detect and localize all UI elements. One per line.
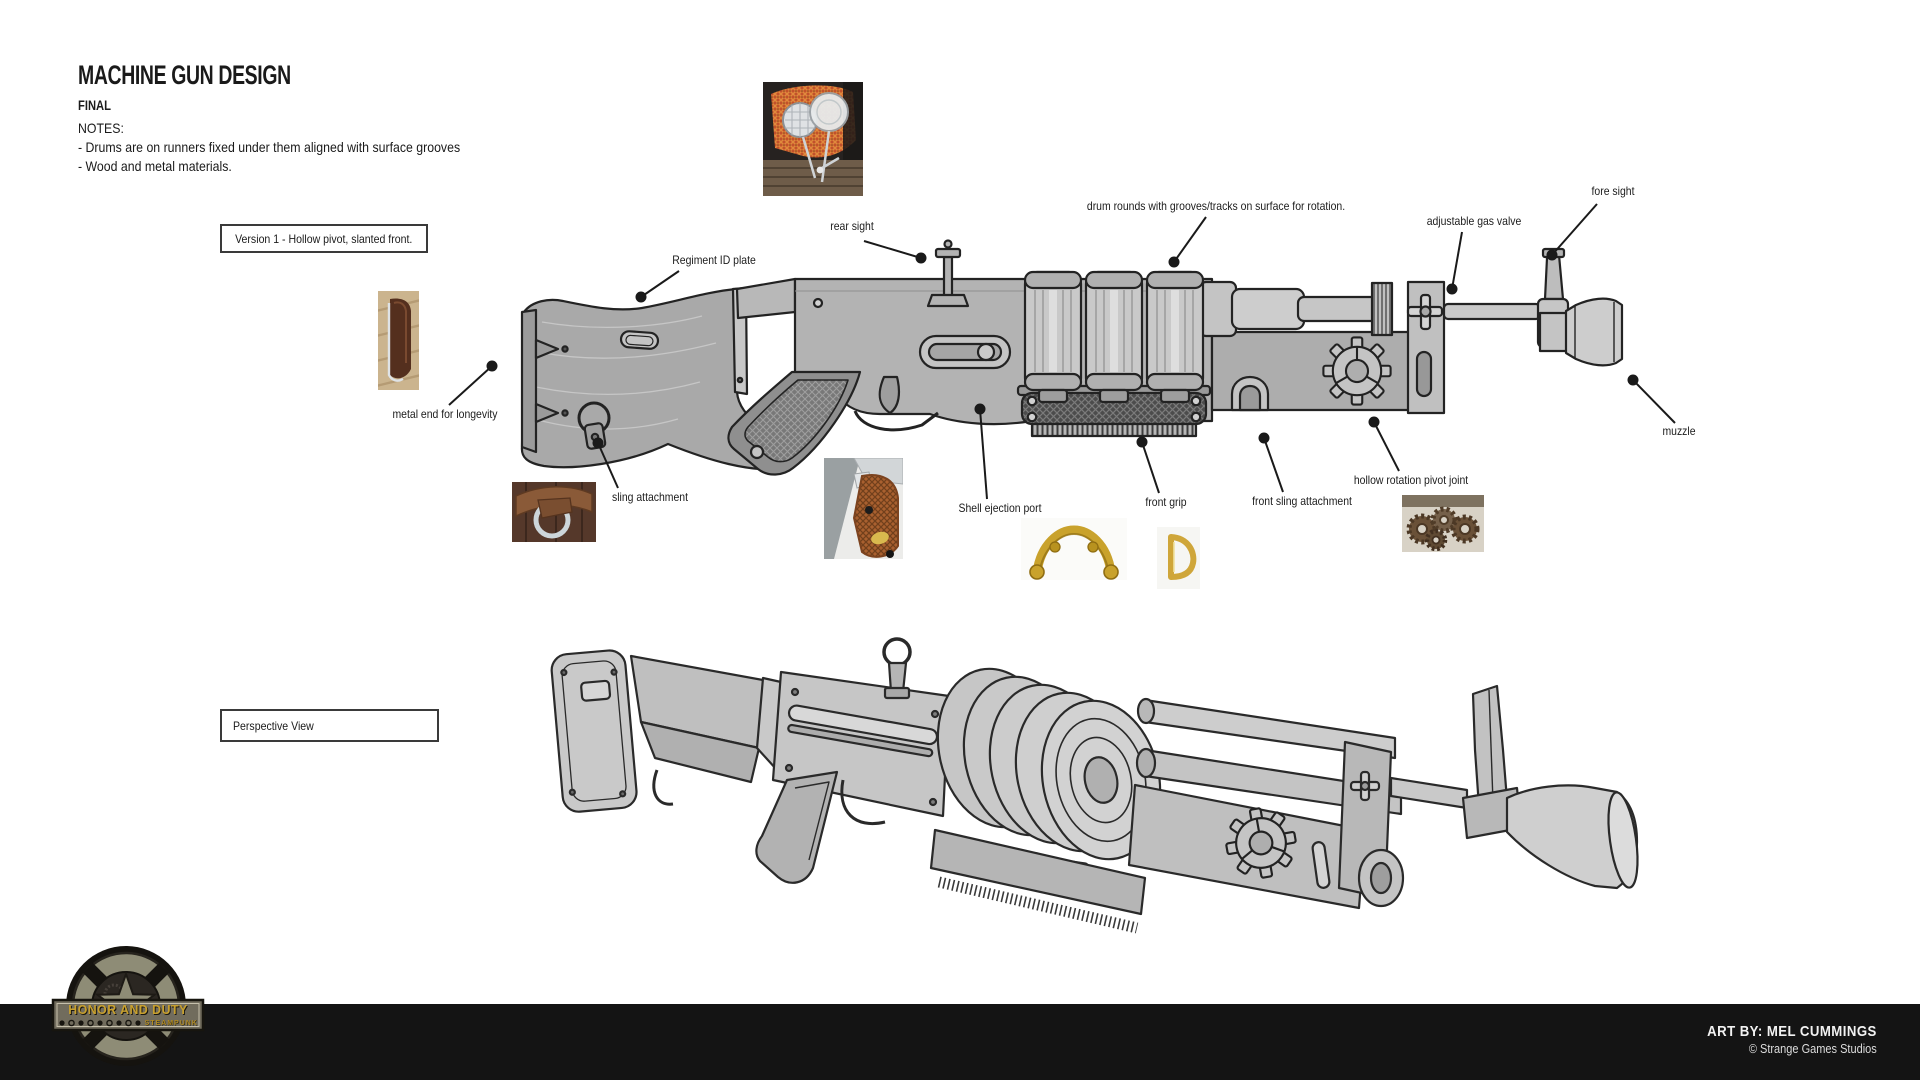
callout-front-grip: front grip [1145, 495, 1187, 509]
stock [520, 287, 798, 471]
notes-block: NOTES: - Drums are on runners fixed unde… [78, 119, 460, 176]
callout-drum-rounds: drum rounds with grooves/tracks on surfa… [1086, 199, 1346, 213]
leader-regiment-id-plate [635, 270, 680, 303]
callout-shell-ejection-port: Shell ejection port [958, 501, 1042, 515]
gas-block [1406, 280, 1446, 415]
wooden-grip-photo [824, 458, 903, 559]
leader-shell-ejection [974, 403, 988, 500]
version-label: Version 1 - Hollow pivot, slanted front. [235, 231, 413, 246]
perspective-label: Perspective View [233, 718, 314, 733]
callout-metal-end: metal end for longevity [392, 407, 498, 421]
note-line: - Drums are on runners fixed under them … [78, 139, 461, 155]
art-by: ART BY: MEL CUMMINGS [1707, 1023, 1877, 1040]
callout-front-sling-attachment: front sling attachment [1252, 494, 1352, 508]
pistol-grip [727, 370, 862, 476]
callout-adjustable-gas-valve: adjustable gas valve [1426, 214, 1522, 228]
leader-gas-valve [1446, 231, 1463, 295]
leader-front-sling [1258, 432, 1284, 493]
drum-coil [936, 667, 1162, 861]
callout-rear-sight: rear sight [830, 219, 874, 233]
gears-photo [1402, 495, 1484, 552]
notes-heading: NOTES: [78, 120, 124, 136]
carry-ring [882, 637, 912, 667]
muzzle-cone [1564, 297, 1624, 367]
rotation-cog [1322, 336, 1392, 406]
callout-fore-sight: fore sight [1591, 184, 1635, 198]
callout-regiment-id-plate: Regiment ID plate [672, 253, 756, 267]
leader-metal-end [448, 360, 498, 406]
leader-drum-rounds [1168, 216, 1207, 268]
muzzle-bell [1505, 784, 1639, 890]
callout-sling-attachment: sling attachment [611, 490, 689, 504]
copyright: © Strange Games Studios [1749, 1042, 1877, 1056]
receiver [793, 277, 1214, 426]
leader-muzzle [1627, 374, 1676, 424]
footer-bar [0, 1004, 1920, 1080]
ammo-drums [1023, 270, 1205, 404]
callout-hollow-rotation-pivot-joint: hollow rotation pivot joint [1353, 473, 1469, 487]
callout-muzzle: muzzle [1662, 424, 1696, 438]
side-view-illustration [520, 239, 1624, 476]
note-line: - Wood and metal materials. [78, 158, 232, 174]
rear-sight-part [926, 239, 970, 308]
status-label: FINAL [78, 97, 111, 113]
gas-valve-cross [1406, 293, 1444, 331]
ring-sights-photo [763, 82, 863, 196]
regiment-id-plate-part [619, 330, 660, 350]
receiver-slab [771, 670, 951, 818]
sling-ring [577, 401, 611, 435]
credits: ART BY: MEL CUMMINGS © Strange Games Stu… [1707, 1023, 1877, 1056]
fore-sight-part [1536, 247, 1570, 349]
wood-buttplate-photo [378, 291, 419, 390]
brass-d-ring-photo [1157, 527, 1200, 589]
fore-sight-blade [1471, 684, 1509, 809]
perspective-view-illustration [550, 637, 1639, 934]
foregrip [1020, 391, 1208, 426]
leader-sling-attachment [592, 437, 619, 489]
leader-front-grip [1136, 436, 1160, 494]
grip-perspective [755, 770, 839, 884]
leader-fore-sight [1546, 203, 1598, 261]
stock-metal-edge [520, 308, 538, 454]
logo-title: HONOR AND DUTY [68, 1002, 188, 1017]
perspective-label-box: Perspective View [220, 709, 439, 742]
leader-lines [448, 203, 1676, 500]
brass-front-grip-photo [1021, 518, 1127, 580]
leader-rear-sight [863, 240, 927, 264]
logo-subtitle: STEAMPUNK [144, 1019, 198, 1027]
leather-sling-ring-photo [512, 482, 596, 542]
undertray [929, 828, 1147, 916]
version-label-box: Version 1 - Hollow pivot, slanted front. [220, 224, 428, 253]
leader-pivot-joint [1368, 416, 1400, 472]
page-title: MACHINE GUN DESIGN [78, 60, 291, 90]
